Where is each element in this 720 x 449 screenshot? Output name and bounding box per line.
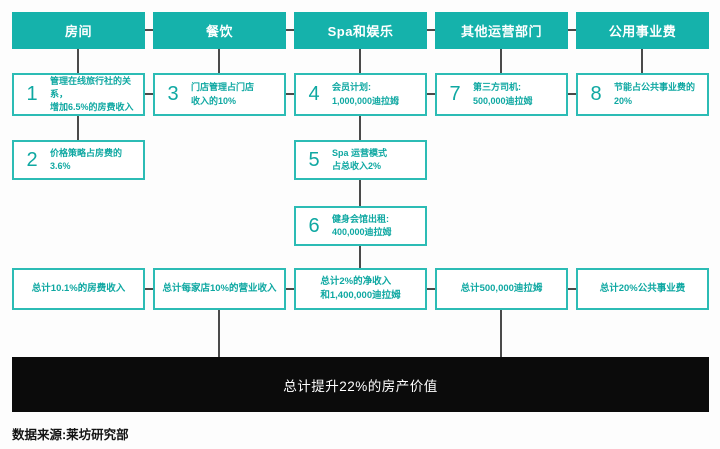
- total-text-line: 总计10.1%的房费收入: [31, 283, 126, 295]
- connector-line: [77, 116, 79, 140]
- step-box-1: 1 管理在线旅行社的关系， 增加6.5%的房费收入: [12, 73, 145, 116]
- total-text-line: 总计每家店10%的营业收入: [162, 283, 277, 295]
- connector-line: [145, 93, 153, 95]
- total-text-line: 总计2%的净收入: [320, 276, 392, 288]
- connector-line: [145, 29, 153, 31]
- connector-line: [427, 29, 435, 31]
- connector-line: [568, 29, 576, 31]
- total-text-line: 总计500,000迪拉姆: [460, 283, 543, 295]
- connector-line: [427, 288, 435, 290]
- total-box-spa-entertainment: 总计2%的净收入 和1,400,000迪拉姆: [294, 268, 427, 310]
- connector-line: [218, 310, 220, 357]
- total-value-bar-label: 总计提升22%的房产价值: [283, 378, 438, 394]
- connector-line: [500, 49, 502, 73]
- total-value-bar: 总计提升22%的房产价值: [12, 357, 709, 412]
- step-box-4: 4 会员计划: 1,000,000迪拉姆: [294, 73, 427, 116]
- connector-line: [359, 180, 361, 206]
- total-box-rooms: 总计10.1%的房费收入: [12, 268, 145, 310]
- connector-line: [145, 288, 153, 290]
- connector-line: [359, 116, 361, 140]
- connector-line: [359, 246, 361, 268]
- step-number: 4: [308, 83, 320, 105]
- step-number: 5: [308, 148, 320, 171]
- step-number: 8: [590, 83, 602, 105]
- connector-line: [286, 29, 294, 31]
- header-other-operations: 其他运营部门: [435, 12, 568, 49]
- step-text-line: 400,000迪拉姆: [332, 227, 392, 237]
- connector-line: [77, 49, 79, 73]
- connector-line: [641, 49, 643, 73]
- connector-line: [500, 310, 502, 357]
- total-box-utilities: 总计20%公共事业费: [576, 268, 709, 310]
- step-number: 3: [167, 83, 179, 105]
- step-number: 1: [26, 83, 38, 105]
- step-text-line: 500,000迪拉姆: [473, 95, 533, 106]
- step-text-line: 增加6.5%的房费收入: [50, 102, 134, 113]
- step-number: 6: [308, 214, 320, 237]
- connector-line: [568, 93, 576, 95]
- step-text-line: 管理在线旅行社的关系，: [50, 75, 132, 99]
- connector-line: [218, 49, 220, 73]
- header-spa-entertainment: Spa和娱乐: [294, 12, 427, 49]
- step-text-line: 会员计划:: [332, 82, 371, 93]
- step-box-2: 2 价格策略占房费的3.6%: [12, 140, 145, 180]
- step-text-line: 门店管理占门店: [191, 82, 255, 93]
- step-box-5: 5 Spa 运营模式 占总收入2%: [294, 140, 427, 180]
- step-text-line: 节能占公共事业费的20%: [614, 82, 696, 106]
- step-text-line: 收入的10%: [191, 95, 237, 106]
- header-rooms: 房间: [12, 12, 145, 49]
- step-number: 7: [449, 83, 461, 105]
- connector-line: [427, 93, 435, 95]
- step-box-3: 3 门店管理占门店 收入的10%: [153, 73, 286, 116]
- step-text-line: 占总收入2%: [332, 161, 382, 171]
- header-utilities: 公用事业费: [576, 12, 709, 49]
- connector-line: [286, 288, 294, 290]
- step-box-8: 8 节能占公共事业费的20%: [576, 73, 709, 116]
- connector-line: [286, 93, 294, 95]
- step-text-line: Spa 运营模式: [332, 147, 388, 158]
- total-box-dining: 总计每家店10%的营业收入: [153, 268, 286, 310]
- step-box-6: 6 健身会馆出租: 400,000迪拉姆: [294, 206, 427, 246]
- total-text-line: 总计20%公共事业费: [599, 283, 686, 295]
- total-text-line: 和1,400,000迪拉姆: [320, 290, 401, 301]
- step-text-line: 第三方司机:: [473, 82, 521, 93]
- step-text-line: 健身会馆出租:: [332, 213, 389, 224]
- total-box-other-operations: 总计500,000迪拉姆: [435, 268, 568, 310]
- step-text-line: 1,000,000迪拉姆: [332, 95, 400, 106]
- connector-line: [568, 288, 576, 290]
- step-text-line: 价格策略占房费的3.6%: [50, 147, 123, 171]
- step-number: 2: [26, 148, 38, 171]
- header-dining: 餐饮: [153, 12, 286, 49]
- connector-line: [359, 49, 361, 73]
- source-note: 数据来源:莱坊研究部: [12, 428, 129, 442]
- step-box-7: 7 第三方司机: 500,000迪拉姆: [435, 73, 568, 116]
